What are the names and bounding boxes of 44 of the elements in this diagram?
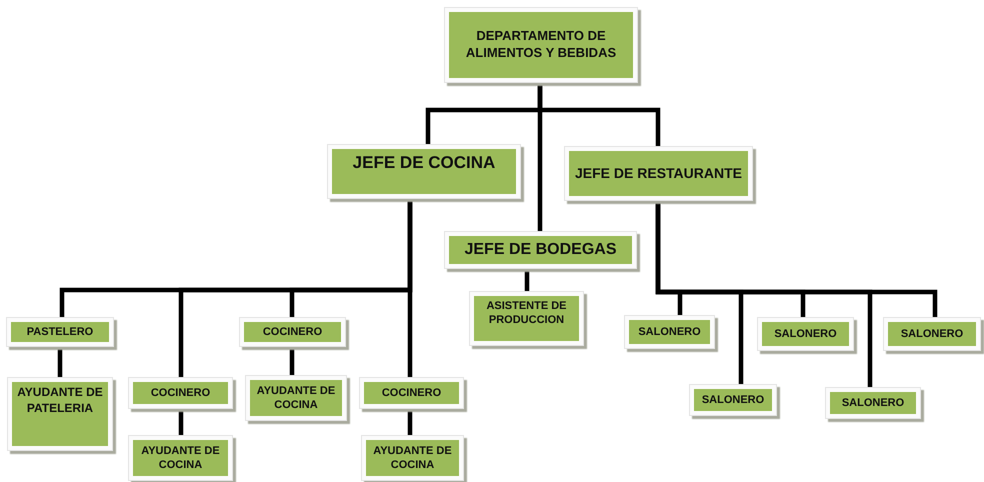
org-box	[445, 232, 636, 268]
org-box	[7, 318, 113, 346]
connector-line	[290, 346, 294, 376]
role-title: PASTELERO	[26, 324, 94, 340]
org-box	[690, 385, 776, 415]
org-box	[328, 145, 520, 198]
role-title: AYUDANTE DE COCINA	[256, 384, 336, 412]
connector-line	[408, 198, 412, 378]
org-box	[8, 378, 112, 450]
role-title: COCINERO	[150, 386, 212, 400]
org-box	[470, 292, 583, 345]
role-title: SALONERO	[700, 392, 766, 408]
org-box	[826, 388, 920, 418]
org-box	[445, 8, 637, 82]
org-box	[246, 376, 346, 420]
org-box	[884, 318, 980, 350]
role-title: AYUDANTE DE COCINA	[372, 444, 453, 472]
connector-line	[58, 346, 62, 378]
role-title: DEPARTAMENTO DE ALIMENTOS Y BEBIDAS	[464, 28, 618, 62]
org-box	[565, 147, 752, 200]
connector-line	[656, 200, 938, 318]
org-box	[360, 378, 463, 408]
org-box	[129, 436, 232, 480]
org-box	[240, 318, 345, 346]
org-box	[129, 378, 232, 408]
role-title: JEFE DE COCINA	[352, 152, 496, 174]
role-title: ASISTENTE DE PRODUCCION	[485, 299, 568, 328]
connector-line	[524, 268, 530, 292]
role-title: AYUDANTE DE COCINA	[140, 444, 221, 472]
connector-line	[408, 408, 412, 436]
role-title: JEFE DE BODEGAS	[463, 240, 618, 260]
connector-line	[538, 82, 660, 147]
role-title: SALONERO	[773, 326, 838, 342]
role-title: COCINERO	[262, 324, 324, 340]
role-title: SALONERO	[637, 324, 702, 340]
role-title: JEFE DE RESTAURANTE	[574, 164, 743, 183]
connector-line	[178, 408, 184, 436]
role-title: COCINERO	[380, 386, 442, 400]
role-title: SALONERO	[900, 326, 964, 342]
role-title: SALONERO	[840, 396, 906, 410]
org-box	[758, 318, 853, 350]
role-title: AYUDANTE DE PATELERIA	[16, 385, 104, 416]
org-box	[362, 436, 463, 480]
org-box	[625, 316, 714, 348]
